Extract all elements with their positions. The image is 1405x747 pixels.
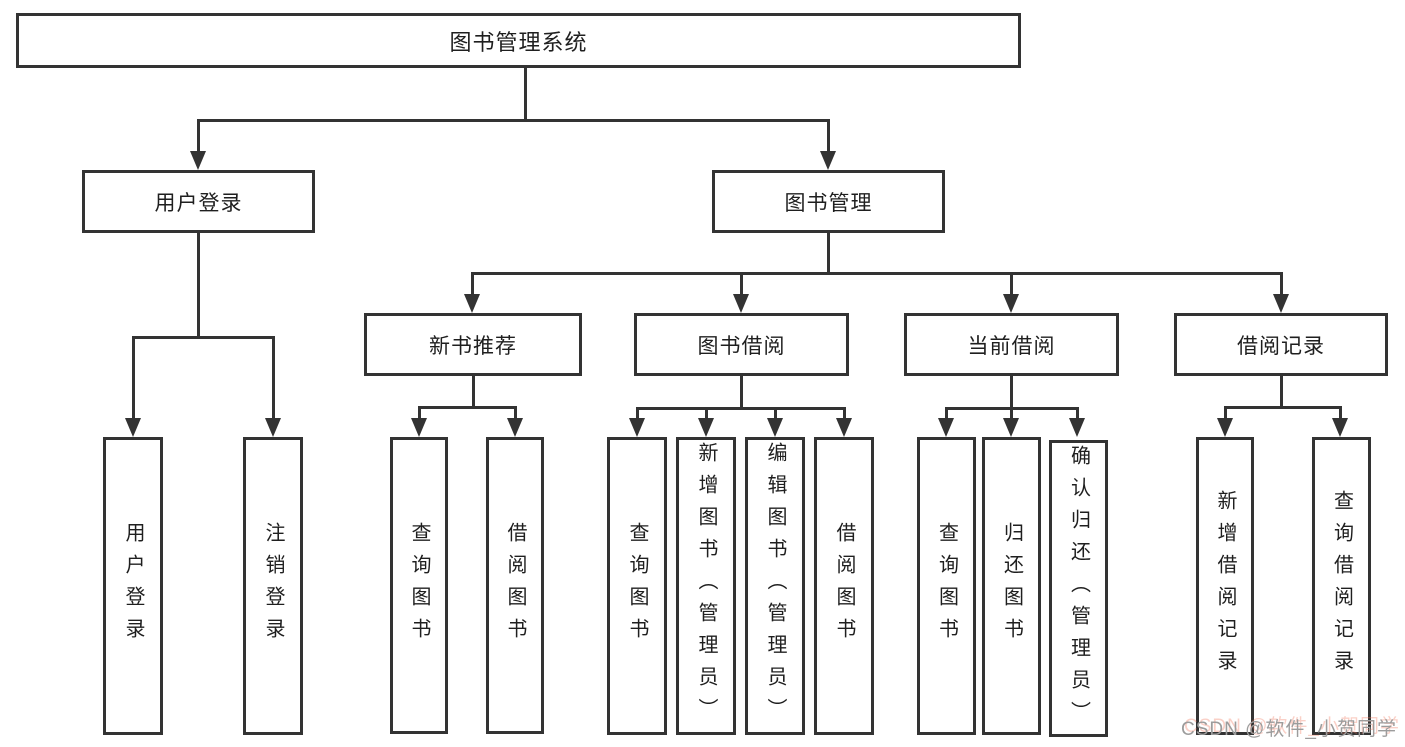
arrow-user-login (190, 151, 206, 170)
leaf-br-add-record-label: 新增借阅记录 (1214, 490, 1236, 682)
node-borrow-records: 借阅记录 (1174, 313, 1388, 376)
leaf-br-query-record: 查询借阅记录 (1312, 437, 1371, 735)
leaf-nb-query-books-label: 查询图书 (408, 521, 430, 650)
node-root: 图书管理系统 (16, 13, 1021, 68)
leaf-bb-edit-books-admin: 编辑图书（管理员） (745, 437, 805, 735)
connector-current-borrow-drop (1010, 272, 1013, 296)
arrow-new-books (464, 294, 480, 313)
node-book-borrow: 图书借阅 (634, 313, 849, 376)
leaf-cb-query-books: 查询图书 (917, 437, 976, 735)
leaf-nb-borrow-books-label: 借阅图书 (504, 521, 526, 650)
leaf-logout-label: 注销登录 (262, 522, 284, 650)
node-user-login-label: 用户登录 (154, 191, 243, 215)
connector-book-mgmt-down (827, 233, 830, 272)
connector-book-borrow-down (740, 376, 743, 407)
arrow-nb-borrow (507, 418, 523, 437)
connector-user-login-bar (132, 336, 275, 339)
connector-current-borrow-down (1010, 376, 1013, 407)
connector-bb-borrow-drop (843, 407, 846, 420)
connector-br-add-drop (1224, 406, 1227, 420)
leaf-cb-confirm-return-admin: 确认归还（管理员） (1049, 440, 1108, 737)
leaf-logout: 注销登录 (243, 437, 303, 735)
connector-new-books-drop (471, 272, 474, 296)
leaf-bb-query-books: 查询图书 (607, 437, 667, 735)
leaf-nb-borrow-books: 借阅图书 (486, 437, 544, 734)
arrow-book-borrow (733, 294, 749, 313)
leaf-cb-return-books-label: 归还图书 (1000, 522, 1023, 650)
connector-cb-return-drop (1010, 407, 1013, 420)
node-current-borrow-label: 当前借阅 (967, 334, 1056, 358)
arrow-cb-return (1003, 418, 1019, 437)
leaf-br-add-record: 新增借阅记录 (1196, 437, 1254, 735)
arrow-book-mgmt (820, 151, 836, 170)
connector-ul-login-drop (132, 336, 135, 419)
leaf-user-login-label: 用户登录 (122, 522, 144, 650)
leaf-nb-query-books: 查询图书 (390, 437, 448, 734)
connector-cb-confirm-drop (1076, 407, 1079, 420)
leaf-bb-borrow-books-label: 借阅图书 (833, 522, 855, 650)
arrow-cb-confirm (1069, 418, 1085, 437)
node-root-label: 图书管理系统 (449, 29, 588, 55)
leaf-bb-add-books-admin: 新增图书（管理员） (676, 437, 736, 735)
arrow-ul-login (125, 418, 141, 437)
arrow-br-query (1332, 418, 1348, 437)
connector-level2-bar (197, 119, 828, 122)
arrow-cb-query (938, 418, 954, 437)
leaf-cb-confirm-return-admin-label: 确认归还（管理员） (1067, 444, 1090, 733)
connector-ul-logout-drop (272, 336, 275, 419)
connector-bb-add-drop (705, 407, 708, 420)
arrow-bb-borrow (836, 418, 852, 437)
connector-borrow-records-down (1280, 376, 1283, 406)
arrow-bb-edit (767, 418, 783, 437)
connector-cb-query-drop (945, 407, 948, 420)
connector-bb-query-drop (636, 407, 639, 420)
connector-new-books-bar (418, 406, 516, 409)
node-new-books: 新书推荐 (364, 313, 582, 376)
node-book-borrow-label: 图书借阅 (697, 334, 786, 358)
leaf-cb-query-books-label: 查询图书 (935, 522, 958, 650)
node-new-books-label: 新书推荐 (429, 334, 517, 358)
connector-book-borrow-bar (636, 407, 844, 410)
node-borrow-records-label: 借阅记录 (1237, 334, 1325, 358)
arrow-nb-query (411, 418, 427, 437)
arrow-bb-add (698, 418, 714, 437)
arrow-bb-query (629, 418, 645, 437)
connector-bb-edit-drop (774, 407, 777, 420)
node-user-login: 用户登录 (82, 170, 315, 233)
leaf-bb-query-books-label: 查询图书 (626, 522, 648, 650)
connector-book-borrow-drop (740, 272, 743, 296)
node-book-mgmt-label: 图书管理 (784, 191, 873, 215)
connector-book-mgmt-drop (827, 119, 830, 153)
connector-user-login-down (197, 233, 200, 336)
connector-nb-query-drop (418, 406, 421, 420)
connector-borrow-records-drop (1280, 272, 1283, 296)
arrow-ul-logout (265, 418, 281, 437)
connector-borrow-records-bar (1224, 406, 1341, 409)
connector-br-query-drop (1339, 406, 1342, 420)
node-book-mgmt: 图书管理 (712, 170, 945, 233)
arrow-borrow-records (1273, 294, 1289, 313)
connector-root-trunk (524, 68, 527, 119)
leaf-bb-edit-books-admin-label: 编辑图书（管理员） (764, 442, 786, 730)
leaf-user-login: 用户登录 (103, 437, 163, 735)
leaf-cb-return-books: 归还图书 (982, 437, 1041, 735)
connector-level3-bar (471, 272, 1282, 275)
leaf-bb-borrow-books: 借阅图书 (814, 437, 874, 735)
arrow-current-borrow (1003, 294, 1019, 313)
arrow-br-add (1217, 418, 1233, 437)
connector-new-books-down (472, 376, 475, 406)
csdn-watermark: CSDN @软件_小贺同学 (1181, 719, 1397, 740)
leaf-br-query-record-label: 查询借阅记录 (1330, 490, 1353, 682)
connector-user-login-drop (197, 119, 200, 153)
leaf-bb-add-books-admin-label: 新增图书（管理员） (695, 442, 717, 730)
connector-nb-borrow-drop (514, 406, 517, 420)
node-current-borrow: 当前借阅 (904, 313, 1119, 376)
